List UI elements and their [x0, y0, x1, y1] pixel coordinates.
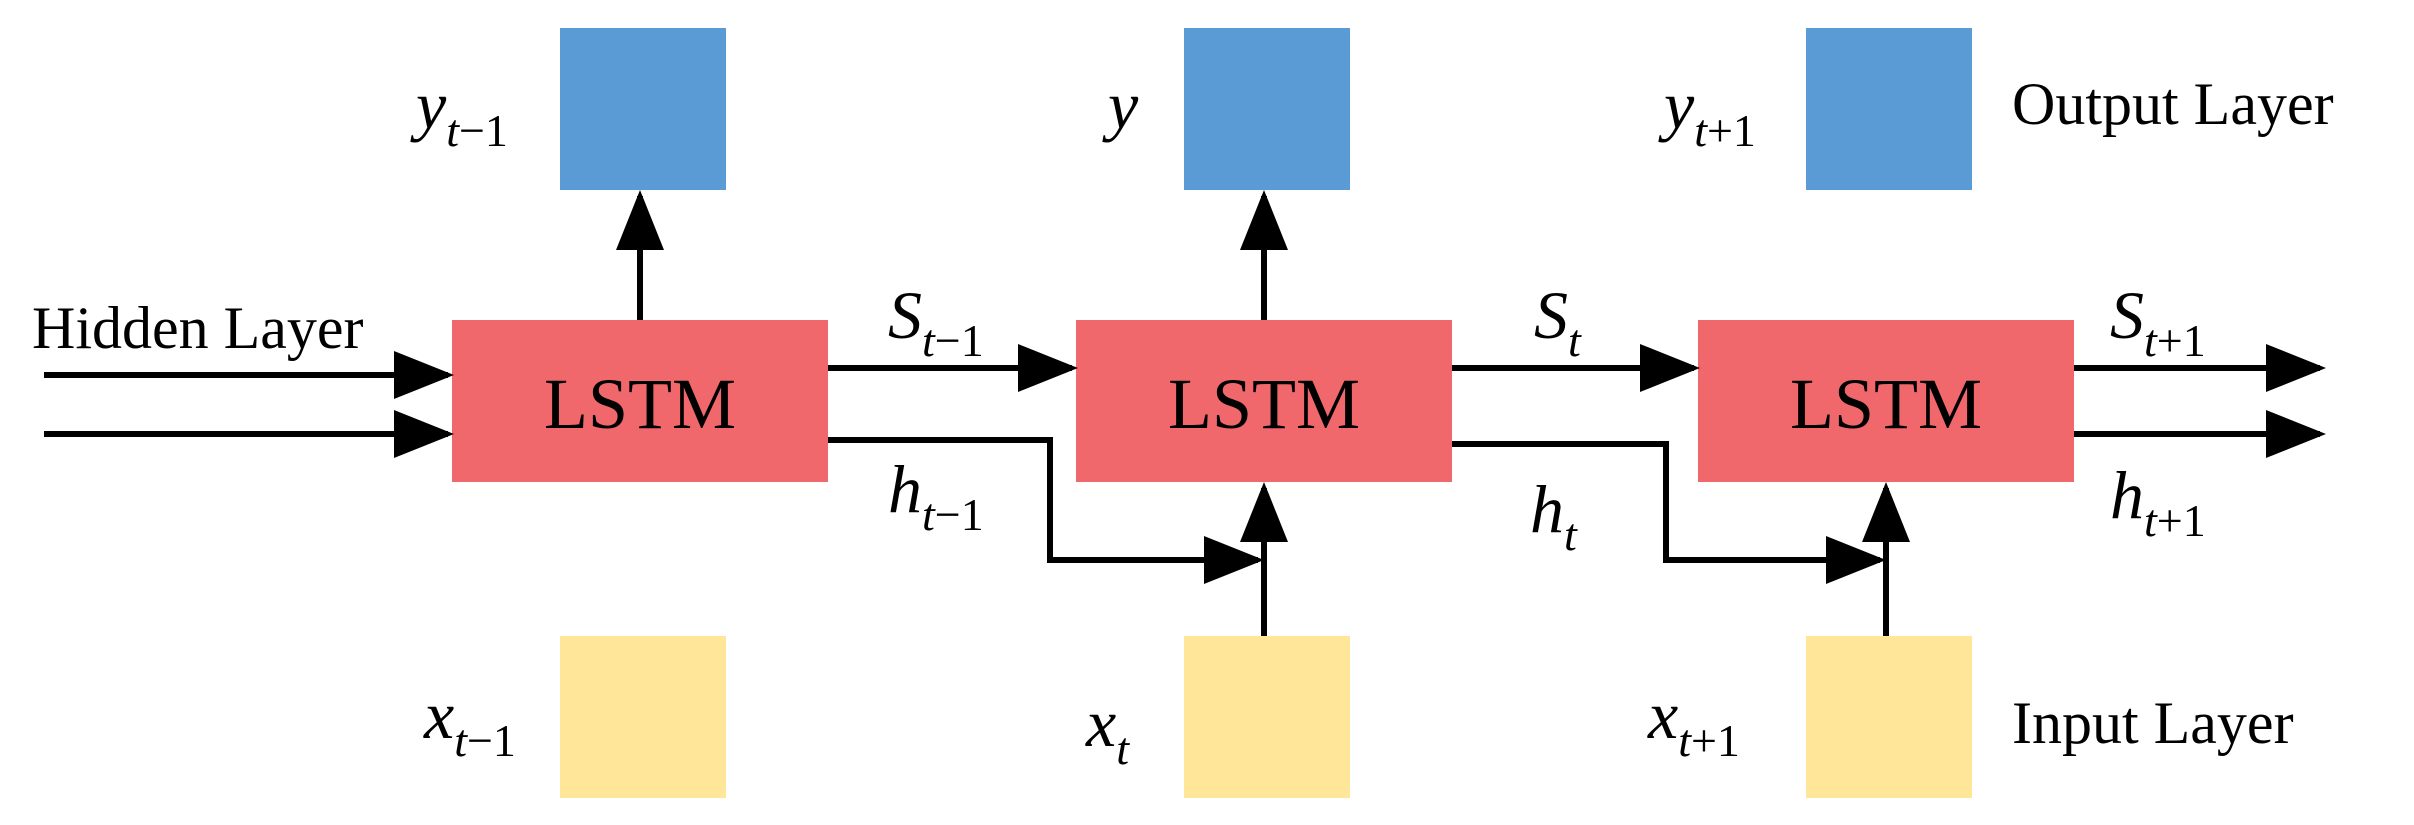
- output-node-2: [1184, 28, 1350, 190]
- output-label-3: yt+1: [1658, 67, 1756, 156]
- input-node-3: [1806, 636, 1972, 798]
- state-label-1: St−1: [888, 277, 984, 366]
- state-label-3: St+1: [2110, 277, 2206, 366]
- output-node-1: [560, 28, 726, 190]
- input-layer-label: Input Layer: [2012, 690, 2294, 756]
- input-node-2: [1184, 636, 1350, 798]
- lstm-cell-2: [1076, 320, 1452, 482]
- state-label-2: St: [1534, 277, 1582, 366]
- input-label-1: xt−1: [423, 677, 516, 766]
- hidden-label-2: ht: [1530, 471, 1578, 560]
- lstm-cell-1-label: LSTM: [544, 364, 736, 444]
- hidden-label-3: ht+1: [2110, 457, 2206, 546]
- hidden-label-1: ht−1: [888, 451, 984, 540]
- output-node-3: [1806, 28, 1972, 190]
- hidden-layer-label: Hidden Layer: [32, 295, 364, 361]
- input-label-2: xt: [1085, 685, 1130, 774]
- lstm-cell-2-label: LSTM: [1168, 364, 1360, 444]
- lstm-cell-3-label: LSTM: [1790, 364, 1982, 444]
- hidden-arrow-2: [1452, 441, 1886, 584]
- hidden-arrow-1: [828, 437, 1264, 584]
- input-node-1: [560, 636, 726, 798]
- lstm-cell-1: [452, 320, 828, 482]
- output-label-1: yt−1: [410, 67, 508, 156]
- input-label-3: xt+1: [1647, 677, 1740, 766]
- lstm-cell-3: [1698, 320, 2074, 482]
- output-label-2: y: [1102, 67, 1139, 143]
- output-layer-label: Output Layer: [2012, 71, 2334, 137]
